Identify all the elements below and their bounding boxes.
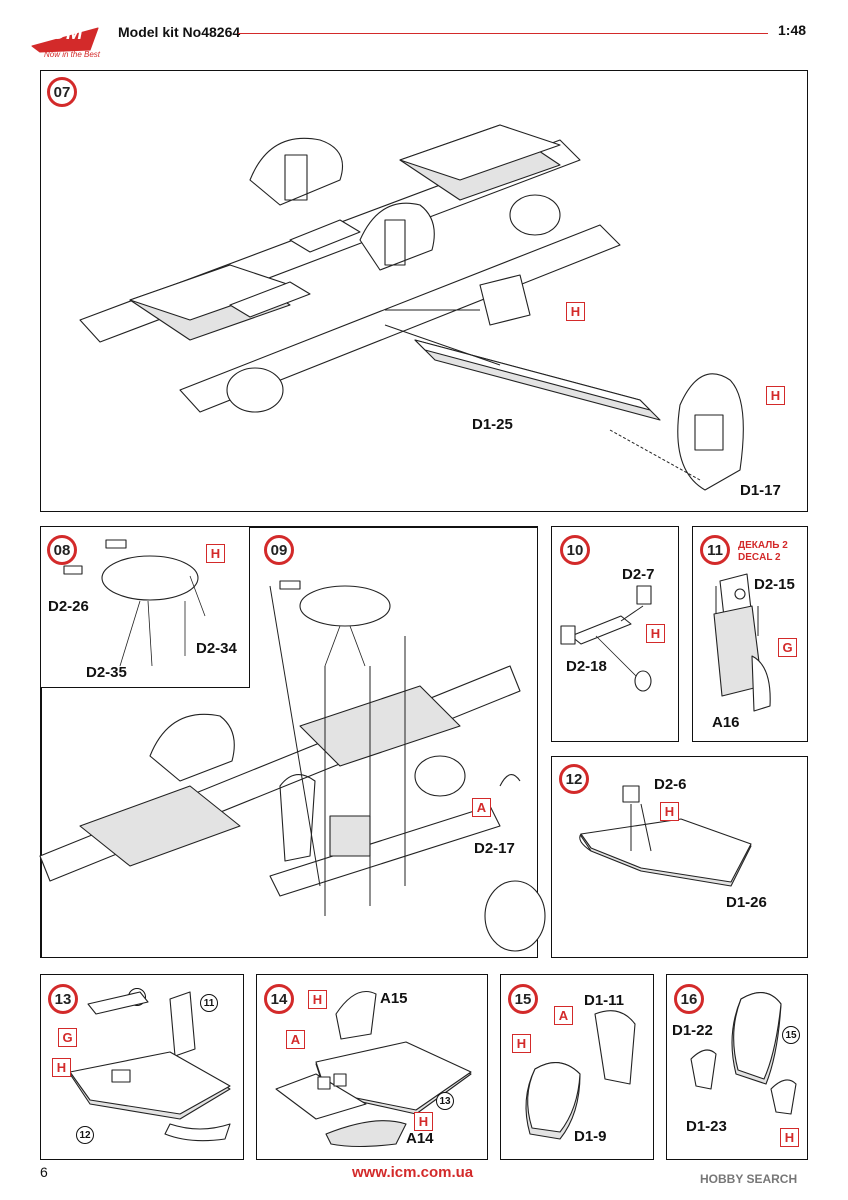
step-11-tag-g: G [778, 638, 797, 657]
step-14-tag-a: A [286, 1030, 305, 1049]
page-number: 6 [40, 1164, 48, 1180]
step-14-tag-h2: H [414, 1112, 433, 1131]
step-11-part-drawing [713, 573, 771, 712]
step-09-border-top [250, 526, 538, 528]
step-07-tag-h2: H [766, 386, 785, 405]
step-10-tag-h: H [646, 624, 665, 643]
logo-text: ICM [44, 22, 84, 44]
step-15-part-drawing [525, 1010, 636, 1140]
step-15-badge: 15 [508, 984, 538, 1014]
step-11-decal-en: DECAL 2 [738, 552, 781, 563]
step-16-label-d1-23: D1-23 [686, 1118, 727, 1135]
step-08-label-d2-35: D2-35 [86, 664, 127, 681]
step-12-badge: 12 [559, 764, 589, 794]
step-14-label-a14: A14 [406, 1130, 434, 1147]
step-15-tag-a: A [554, 1006, 573, 1025]
step-14-label-a15: A15 [380, 990, 408, 1007]
icm-logo [31, 27, 99, 53]
watermark: HOBBY SEARCH [700, 1172, 798, 1186]
step-09-label-d2-17: D2-17 [474, 840, 515, 857]
website-link[interactable]: www.icm.com.ua [352, 1164, 474, 1181]
step-11-badge: 11 [700, 535, 730, 565]
step-09-border-left [40, 688, 42, 958]
step-09-badge: 09 [264, 535, 294, 565]
step-07-tag-h1: H [566, 302, 585, 321]
step-08-tag-h: H [206, 544, 225, 563]
step-09-chassis-drawing [39, 580, 546, 952]
step-07-chassis-drawing [79, 124, 744, 491]
step-16-tag-h: H [780, 1128, 799, 1147]
step-12-label-d1-26: D1-26 [726, 894, 767, 911]
step-08-badge: 08 [47, 535, 77, 565]
header-rule [238, 33, 768, 34]
step-16-badge: 16 [674, 984, 704, 1014]
scale-label: 1:48 [778, 22, 807, 38]
step-10-part-drawing [560, 585, 652, 692]
step-10-label-d2-7: D2-7 [622, 566, 655, 583]
step-15-label-d1-9: D1-9 [574, 1128, 607, 1145]
step-15-tag-h: H [512, 1034, 531, 1053]
step-08-label-d2-26: D2-26 [48, 598, 89, 615]
step-14-part-drawing [275, 990, 472, 1148]
step-13-badge: 13 [48, 984, 78, 1014]
step-09-panel [40, 526, 538, 958]
step-16-part-drawing [690, 992, 797, 1115]
step-07-label-d1-25: D1-25 [472, 416, 513, 433]
step-14-badge: 14 [264, 984, 294, 1014]
logo-tagline: Now in the Best [44, 50, 101, 59]
step-16-label-d1-22: D1-22 [672, 1022, 713, 1039]
step-14-ref-13: 13 [436, 1092, 454, 1110]
step-11-decal-ru: ДЕКАЛЬ 2 [738, 540, 788, 551]
step-13-ref-11: 11 [200, 994, 218, 1012]
step-08-ring-mount-drawing [63, 539, 206, 667]
step-12-label-d2-6: D2-6 [654, 776, 687, 793]
step-12-part-drawing [579, 785, 752, 887]
step-11-label-d2-15: D2-15 [754, 576, 795, 593]
step-12-tag-h: H [660, 802, 679, 821]
step-13-tag-h: H [52, 1058, 71, 1077]
step-08-label-d2-34: D2-34 [196, 640, 237, 657]
step-07-label-d1-17: D1-17 [740, 482, 781, 499]
step-13-ref-12: 12 [76, 1126, 94, 1144]
step-10-label-d2-18: D2-18 [566, 658, 607, 675]
step-13-tag-g: G [58, 1028, 77, 1047]
step-13-part-drawing [69, 991, 231, 1142]
step-10-badge: 10 [560, 535, 590, 565]
step-07-badge: 07 [47, 77, 77, 107]
model-kit-title: Model kit No48264 [118, 24, 241, 40]
step-11-label-a16: A16 [712, 714, 740, 731]
step-14-tag-h1: H [308, 990, 327, 1009]
step-09-tag-a: A [472, 798, 491, 817]
step-15-label-d1-11: D1-11 [584, 992, 625, 1009]
step-16-ref-15: 15 [782, 1026, 800, 1044]
